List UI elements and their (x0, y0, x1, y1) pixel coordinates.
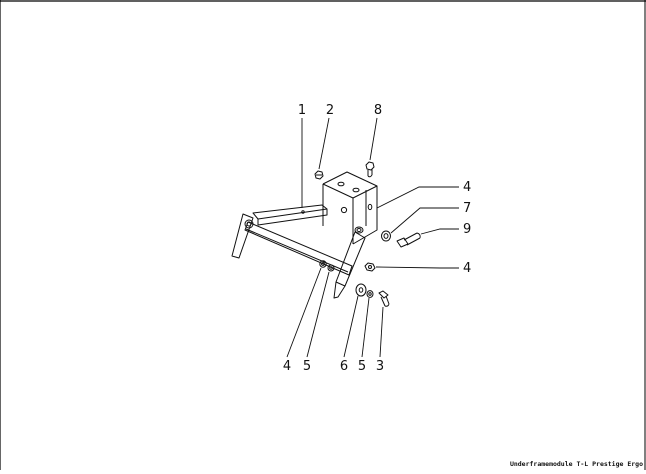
callout-2: 2 (326, 103, 334, 118)
callout-5-lower: 5 (303, 359, 311, 374)
callout-3: 3 (376, 359, 384, 374)
nut-7 (381, 230, 391, 242)
left-end-plate (231, 213, 254, 259)
callout-8: 8 (374, 103, 382, 118)
drawing-caption: Underframemodule T-L Prestige Ergo (510, 460, 643, 468)
screw-2 (314, 170, 324, 180)
callout-4-right: 4 (463, 261, 471, 276)
washer-5-lower (327, 264, 335, 272)
callout-7: 7 (463, 201, 471, 216)
box-bracket (322, 171, 378, 245)
screw-8 (365, 161, 375, 178)
underframe-assembly (231, 161, 421, 307)
callout-labels: 1 2 8 4 7 9 4 4 5 6 5 3 (283, 103, 471, 374)
washer-6 (355, 283, 367, 297)
nut-4-right (364, 262, 376, 272)
callout-1: 1 (298, 103, 306, 118)
bolt-3 (378, 290, 390, 307)
washer-5 (366, 290, 374, 298)
callout-9: 9 (463, 222, 471, 237)
nut-4-lower (319, 260, 327, 268)
callout-4-lower: 4 (283, 359, 291, 374)
callout-5-right: 5 (358, 359, 366, 374)
callout-4-upper: 4 (463, 180, 471, 195)
bolt-9 (396, 232, 421, 248)
leader-lines (286, 117, 459, 358)
callout-6: 6 (340, 359, 348, 374)
